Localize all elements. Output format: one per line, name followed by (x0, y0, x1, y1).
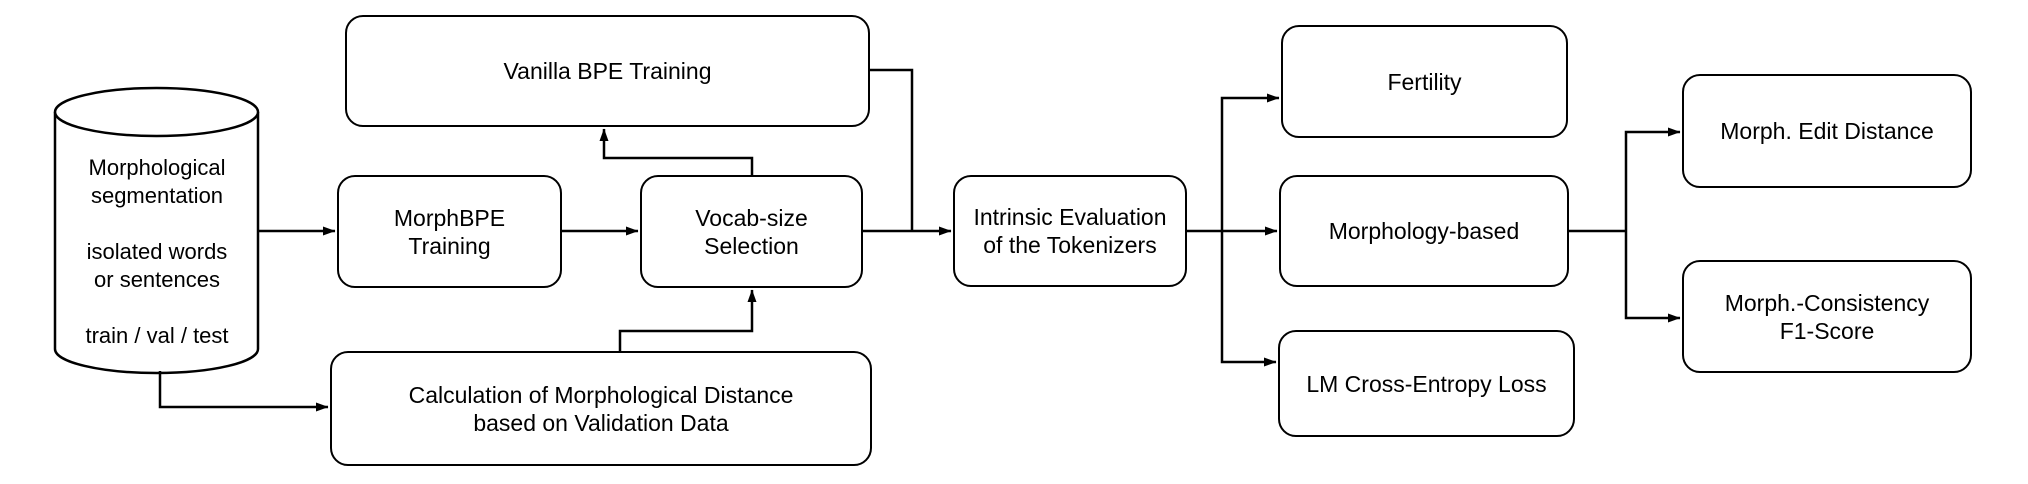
datastore-label: Morphological segmentation isolated word… (85, 155, 229, 348)
node-morphbpe-training-label: MorphBPE Training (393, 204, 506, 259)
edge-morphologybased-to-editdistance (1624, 127, 1681, 231)
edge-vanillabpe-merge (870, 68, 914, 231)
node-intrinsic-evaluation: Intrinsic Evaluation of the Tokenizers (953, 175, 1187, 287)
node-lm-cross-entropy-loss: LM Cross-Entropy Loss (1278, 330, 1575, 437)
node-morphology-based-label: Morphology-based (1328, 218, 1520, 244)
edge-morphologybased-to-f1score (1624, 231, 1681, 323)
node-morph-distance-calculation: Calculation of Morphological Distance ba… (330, 351, 872, 466)
node-lm-cross-entropy-loss-label: LM Cross-Entropy Loss (1306, 370, 1547, 397)
node-vanilla-bpe-training-label: Vanilla BPE Training (503, 58, 712, 84)
node-morph-edit-distance-label: Morph. Edit Distance (1720, 118, 1934, 144)
edge-intrinsic-to-lmloss (1220, 231, 1277, 367)
node-vocab-size-selection-label: Vocab-size Selection (695, 204, 808, 259)
node-morph-edit-distance: Morph. Edit Distance (1682, 74, 1972, 188)
node-morphbpe-training: MorphBPE Training (337, 175, 562, 288)
node-fertility: Fertility (1281, 25, 1568, 138)
node-intrinsic-evaluation-label: Intrinsic Evaluation of the Tokenizers (973, 204, 1167, 258)
edge-vocabsize-to-vanillabpe (599, 128, 754, 175)
node-vanilla-bpe-training: Vanilla BPE Training (345, 15, 870, 127)
node-morph-distance-calculation-label: Calculation of Morphological Distance ba… (408, 381, 794, 436)
node-fertility-label: Fertility (1387, 68, 1462, 95)
node-morphology-based: Morphology-based (1279, 175, 1569, 287)
datastore-cylinder-shape (53, 86, 260, 375)
node-morph-consistency-f1: Morph.-Consistency F1-Score (1682, 260, 1972, 373)
edge-intrinsic-to-fertility (1220, 93, 1280, 231)
node-vocab-size-selection: Vocab-size Selection (640, 175, 863, 288)
edge-datastore-to-calculation (158, 371, 329, 412)
edge-calculation-to-vocabsize (618, 289, 757, 351)
node-morph-consistency-f1-label: Morph.-Consistency F1-Score (1724, 289, 1930, 344)
